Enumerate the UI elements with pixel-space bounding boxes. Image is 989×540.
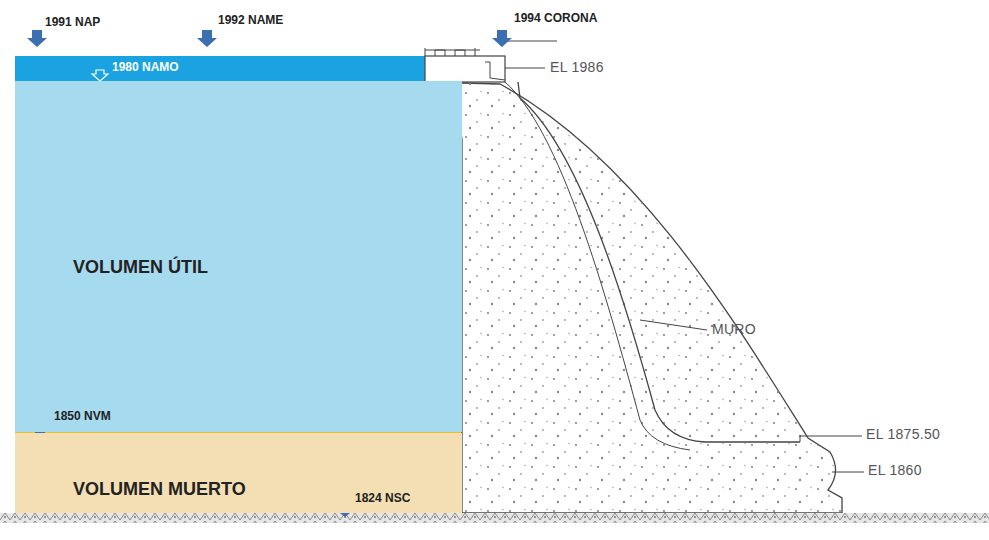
el-1875-leader: [800, 436, 862, 442]
level-label: 1850 NVM: [54, 410, 111, 423]
el-1860-leader: [832, 472, 864, 473]
concrete-texture: [425, 82, 842, 513]
muro-leader: [640, 320, 707, 330]
el-1986-leader: [505, 68, 545, 69]
level-arrow: [197, 30, 217, 47]
level-label: 1992 NAME: [218, 14, 283, 27]
elevation-label: MURO: [712, 322, 756, 337]
useful-volume-band: VOLUMEN ÚTIL: [15, 81, 462, 432]
elevation-label: EL 1860: [868, 463, 922, 478]
foundation-ground: [0, 513, 989, 523]
dam-crest: [425, 56, 505, 82]
elevation-label: EL 1986: [550, 60, 604, 75]
elevation-label: EL 1875.50: [866, 427, 940, 442]
level-arrow: [492, 30, 512, 47]
spillway-chute: [505, 82, 690, 450]
crest-railing: [425, 48, 480, 56]
spillway-wall: [518, 82, 800, 442]
level-arrow: [92, 70, 108, 81]
dam-body: [425, 82, 842, 513]
level-label: 1824 NSC: [355, 492, 410, 505]
level-label: 1991 NAP: [45, 16, 100, 29]
volume-label: VOLUMEN ÚTIL: [73, 257, 462, 278]
level-label: 1994 CORONA: [514, 12, 597, 25]
level-arrow: [27, 30, 47, 47]
level-label: 1980 NAMO: [112, 61, 179, 74]
corona-leader: [505, 41, 557, 42]
crest-detail: [485, 62, 505, 80]
surcharge-band: [15, 56, 425, 81]
